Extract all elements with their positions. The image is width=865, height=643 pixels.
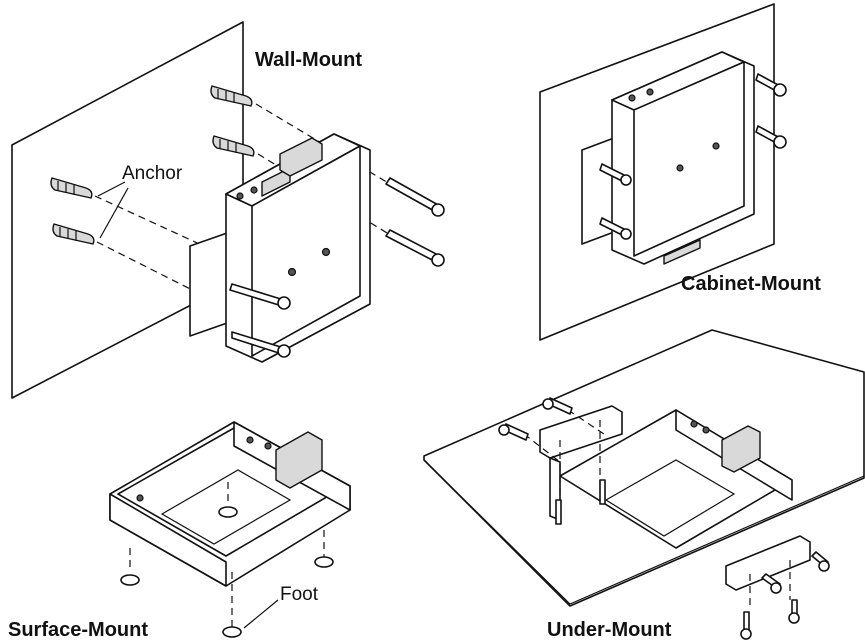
foot-1 bbox=[120, 574, 140, 586]
foot-3 bbox=[314, 556, 334, 568]
surface-device bbox=[109, 421, 351, 587]
anchor-label: Anchor bbox=[122, 163, 183, 184]
wall-mount-label: Wall-Mount bbox=[255, 49, 362, 71]
anchor-leader-lines bbox=[97, 181, 129, 239]
surface-alignment-lines bbox=[129, 482, 325, 628]
wall-panel bbox=[11, 21, 244, 399]
anchor-group bbox=[50, 85, 255, 245]
foot-label: Foot bbox=[280, 584, 319, 605]
wall-mount-illustration bbox=[11, 21, 445, 399]
anchor-3 bbox=[210, 85, 253, 107]
cabinet-mount-label: Cabinet-Mount bbox=[681, 273, 821, 295]
under-bracket-right bbox=[725, 535, 811, 591]
cabinet-mount-illustration bbox=[539, 3, 787, 341]
cabinet-device bbox=[611, 51, 755, 265]
under-device bbox=[559, 409, 793, 549]
anchor-2 bbox=[52, 223, 95, 245]
foot-2 bbox=[218, 506, 238, 518]
anchor-1 bbox=[50, 177, 93, 199]
under-alignment-lines bbox=[523, 409, 791, 610]
surface-mount-illustration bbox=[109, 421, 351, 638]
under-mount-illustration bbox=[423, 329, 865, 640]
foot-4 bbox=[222, 626, 242, 638]
surface-mount-label: Surface-Mount bbox=[8, 619, 148, 641]
wall-screws bbox=[229, 177, 445, 358]
under-mount-label: Under-Mount bbox=[547, 619, 672, 641]
anchor-4 bbox=[212, 135, 255, 157]
cabinet-screws bbox=[599, 73, 787, 240]
feet bbox=[120, 506, 334, 638]
under-screws bbox=[498, 397, 830, 640]
foot-leader-line bbox=[243, 599, 279, 629]
wall-device bbox=[225, 133, 371, 363]
